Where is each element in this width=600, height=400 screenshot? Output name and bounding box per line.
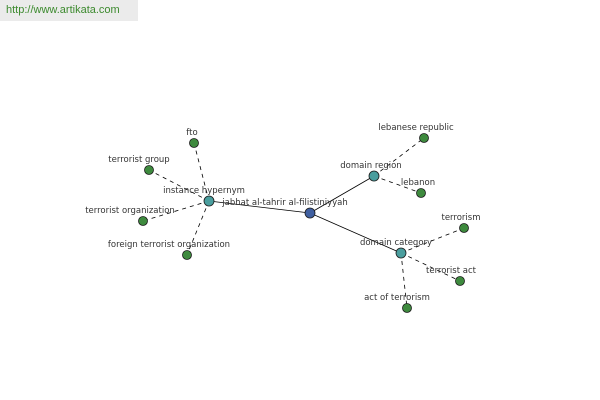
url-banner: http://www.artikata.com (0, 0, 138, 21)
node-terrorist-act[interactable] (455, 276, 465, 286)
label-terrorism: terrorism (442, 213, 481, 223)
edge-domain-category-terrorism (400, 227, 465, 254)
label-foreign-terrorist-organization: foreign terrorist organization (108, 240, 230, 250)
label-terrorist-group: terrorist group (108, 155, 169, 165)
node-lebanese-republic[interactable] (419, 133, 429, 143)
label-root: jabhat al-tahrir al-filistiniyyah (221, 198, 347, 208)
edge-domain-category-act-of-terrorism (400, 252, 408, 309)
edge-root-instance-hypernym (208, 200, 311, 214)
source-url-link[interactable]: http://www.artikata.com (6, 4, 120, 16)
edge-instance-hypernym-fto (193, 142, 210, 202)
label-lebanese-republic: lebanese republic (378, 123, 454, 133)
node-domain-category[interactable] (395, 247, 407, 259)
node-terrorism[interactable] (459, 223, 469, 233)
edge-domain-category-terrorist-act (400, 252, 461, 282)
label-terrorist-act: terrorist act (426, 266, 477, 276)
node-act-of-terrorism[interactable] (402, 303, 412, 313)
node-foreign-terrorist-organization[interactable] (182, 250, 192, 260)
label-lebanon: lebanon (401, 178, 435, 188)
node-fto[interactable] (189, 138, 199, 148)
node-terrorist-group[interactable] (144, 165, 154, 175)
label-terrorist-organization: terrorist organization (85, 206, 175, 216)
label-act-of-terrorism: act of terrorism (364, 293, 430, 303)
node-terrorist-organization[interactable] (138, 216, 148, 226)
edge-instance-hypernym-terrorist-group (148, 169, 210, 202)
node-instance-hypernym[interactable] (203, 195, 215, 207)
edge-domain-region-lebanon (373, 175, 422, 194)
label-instance-hypernym: instance hypernym (163, 186, 245, 196)
edge-root-domain-region (309, 175, 375, 214)
node-domain-region[interactable] (368, 170, 380, 182)
label-domain-region: domain region (340, 161, 401, 171)
label-fto: fto (186, 128, 197, 138)
edge-root-domain-category (309, 212, 402, 254)
edge-instance-hypernym-foreign-terrorist-organization (186, 200, 210, 256)
edge-domain-region-lebanese-republic (373, 137, 425, 177)
label-domain-category: domain category (360, 238, 432, 248)
node-root[interactable] (304, 207, 316, 219)
node-lebanon[interactable] (416, 188, 426, 198)
edge-instance-hypernym-terrorist-organization (142, 200, 210, 222)
